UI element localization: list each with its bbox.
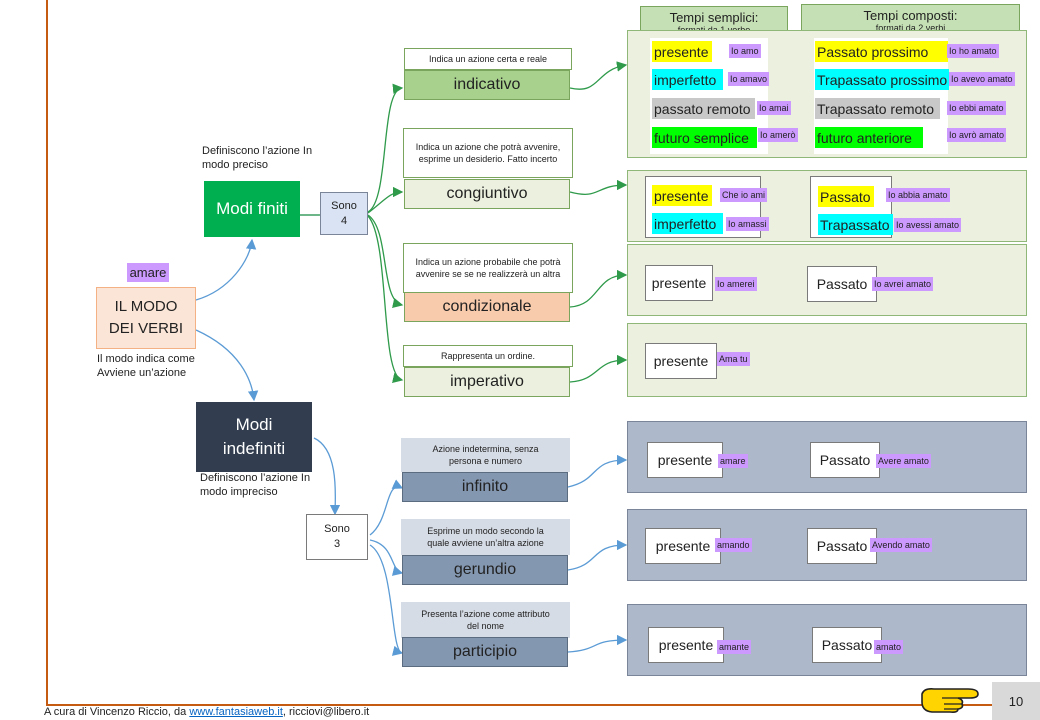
indicativo-passato-remoto-example: Io amai bbox=[757, 101, 791, 115]
page-frame bbox=[46, 0, 1040, 706]
page-number: 10 bbox=[992, 682, 1040, 720]
indicativo-presente: presente bbox=[652, 41, 712, 62]
infinito-box: infinito bbox=[402, 472, 568, 502]
condizionale-presente-example: Io amerei bbox=[715, 277, 757, 291]
finiti-note: Definiscono l’azione In modo preciso bbox=[202, 145, 313, 171]
condizionale-presente: presente bbox=[645, 265, 713, 301]
indicativo-imperfetto: imperfetto bbox=[652, 69, 723, 90]
indicativo-futuro-semplice-example: Io amerò bbox=[758, 128, 798, 142]
root-tag: amare bbox=[127, 263, 169, 282]
participio-box: participio bbox=[402, 637, 568, 667]
gerundio-passato-example: Avendo amato bbox=[870, 538, 932, 552]
simple-tenses-subtitle: formati da 1 verbo bbox=[678, 25, 751, 35]
imperativo-box: imperativo bbox=[404, 367, 570, 397]
gerundio-passato: Passato bbox=[807, 528, 877, 564]
gerundio-box: gerundio bbox=[402, 555, 568, 585]
participio-presente: presente bbox=[648, 627, 724, 663]
congiuntivo-trapassato: Trapassato bbox=[818, 214, 893, 235]
participio-presente-example: amante bbox=[717, 640, 752, 654]
participio-desc: Presenta l’azione come attributo del nom… bbox=[401, 602, 570, 638]
congiuntivo-passato: Passato bbox=[818, 186, 874, 207]
finiti-box: Modi finiti bbox=[204, 181, 300, 237]
compound-tenses-title: Tempi composti: bbox=[863, 7, 958, 23]
root-note: Il modo indica come Avviene un’azione bbox=[97, 353, 195, 379]
indicativo-trapassato-remoto-example: Io ebbi amato bbox=[947, 101, 1006, 115]
indefiniti-count: Sono 3 bbox=[306, 514, 368, 560]
participio-passato: Passato bbox=[812, 627, 882, 663]
indefiniti-box: Modi indefiniti bbox=[196, 402, 312, 472]
gerundio-presente-example: amando bbox=[715, 538, 752, 552]
indicativo-trapassato-remoto: Trapassato remoto bbox=[815, 98, 940, 119]
simple-tenses-title: Tempi semplici: bbox=[669, 9, 759, 25]
condizionale-passato: Passato bbox=[807, 266, 877, 302]
imperativo-presente-example: Ama tu bbox=[717, 352, 750, 366]
footer-suffix: , ricciovi@libero.it bbox=[282, 706, 370, 718]
congiuntivo-imperfetto-example: Io amassi bbox=[726, 217, 769, 231]
indicativo-passato-prossimo-example: Io ho amato bbox=[947, 44, 999, 58]
condizionale-box: condizionale bbox=[404, 292, 570, 322]
footer-credit: A cura di Vincenzo Riccio, da www.fantas… bbox=[44, 706, 369, 718]
participio-passato-example: amato bbox=[874, 640, 904, 654]
indicativo-desc: Indica un azione certa e reale bbox=[404, 48, 572, 70]
congiuntivo-presente: presente bbox=[652, 185, 712, 206]
indicativo-imperfetto-example: Io amavo bbox=[728, 72, 770, 86]
infinito-presente-example: amare bbox=[718, 454, 748, 468]
indicativo-futuro-semplice: futuro semplice bbox=[652, 127, 757, 148]
root-box: IL MODO DEI VERBI bbox=[96, 287, 196, 349]
indicativo-futuro-anteriore: futuro anteriore bbox=[815, 127, 923, 148]
congiuntivo-presente-example: Che io ami bbox=[720, 188, 768, 202]
indicativo-futuro-anteriore-example: Io avrò amato bbox=[947, 128, 1007, 142]
footer-link[interactable]: www.fantasiaweb.it bbox=[189, 706, 283, 718]
compound-tenses-subtitle: formati da 2 verbi bbox=[875, 22, 946, 33]
gerundio-presente: presente bbox=[645, 528, 721, 564]
imperativo-presente: presente bbox=[645, 343, 717, 379]
gerundio-desc: Esprime un modo secondo la quale avviene… bbox=[401, 519, 570, 555]
indicativo-trapassato-prossimo-example: Io avevo amato bbox=[949, 72, 1015, 86]
indicativo-passato-remoto: passato remoto bbox=[652, 98, 755, 119]
congiuntivo-imperfetto: imperfetto bbox=[652, 213, 723, 234]
indicativo-trapassato-prossimo: Trapassato prossimo bbox=[815, 69, 949, 90]
condizionale-desc: Indica un azione probabile che potrà avv… bbox=[403, 243, 573, 293]
congiuntivo-trapassato-example: Io avessi amato bbox=[894, 218, 962, 232]
indicativo-passato-prossimo: Passato prossimo bbox=[815, 41, 948, 62]
indicativo-box: indicativo bbox=[404, 70, 570, 100]
finiti-count: Sono 4 bbox=[320, 192, 368, 235]
footer-prefix: A cura di Vincenzo Riccio, da bbox=[44, 706, 190, 718]
pointing-hand-icon[interactable] bbox=[918, 684, 988, 714]
congiuntivo-desc: Indica un azione che potrà avvenire, esp… bbox=[403, 128, 573, 178]
imperativo-desc: Rappresenta un ordine. bbox=[403, 345, 573, 367]
infinito-passato: Passato bbox=[810, 442, 880, 478]
congiuntivo-box: congiuntivo bbox=[404, 179, 570, 209]
infinito-passato-example: Avere amato bbox=[876, 454, 931, 468]
congiuntivo-passato-example: Io abbia amato bbox=[886, 188, 950, 202]
condizionale-passato-example: Io avrei amato bbox=[872, 277, 934, 291]
indicativo-presente-example: Io amo bbox=[729, 44, 761, 58]
indefiniti-note: Definiscono l’azione In modo impreciso bbox=[200, 472, 311, 498]
infinito-desc: Azione indetermina, senza persona e nume… bbox=[401, 438, 570, 472]
infinito-presente: presente bbox=[647, 442, 723, 478]
